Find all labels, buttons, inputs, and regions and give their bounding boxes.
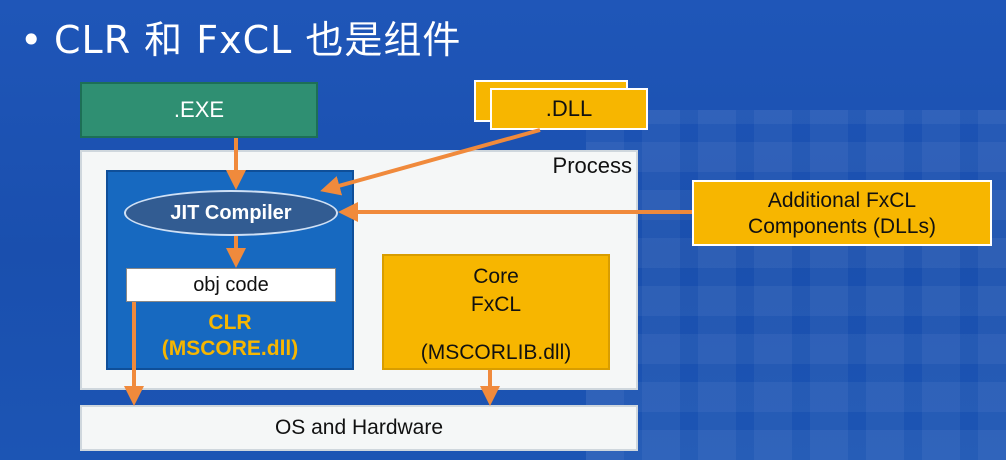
background-tile-pattern (586, 110, 1006, 460)
exe-box: .EXE (80, 82, 318, 138)
os-hardware-box: OS and Hardware (80, 405, 638, 451)
arrow-dll-to-jit (320, 128, 541, 196)
title-text: CLR 和 FxCL 也是组件 (54, 18, 462, 62)
clr-label-line2: (MSCORE.dll) (161, 337, 299, 360)
jit-compiler-ellipse: JIT Compiler (124, 190, 338, 236)
additional-fxcl-line1: Additional FxCL (767, 189, 917, 212)
dll-box: .DLL (490, 88, 648, 130)
clr-label-line1: CLR (208, 311, 252, 334)
process-label: Process (552, 153, 632, 178)
obj-code-box: obj code (126, 268, 336, 302)
core-fxcl-line1: Core (473, 265, 519, 288)
core-fxcl-line2: FxCL (470, 293, 522, 316)
slide-title: •CLR 和 FxCL 也是组件 (20, 12, 461, 68)
additional-fxcl-line2: Components (DLLs) (748, 215, 936, 238)
title-bullet: • (20, 18, 44, 62)
clr-label: CLR (MSCORE.dll) (108, 310, 352, 366)
core-fxcl-line3: (MSCORLIB.dll) (420, 341, 572, 364)
additional-fxcl-box: Additional FxCL Components (DLLs) (692, 180, 992, 246)
core-fxcl-box: Core FxCL (MSCORLIB.dll) (382, 254, 610, 370)
